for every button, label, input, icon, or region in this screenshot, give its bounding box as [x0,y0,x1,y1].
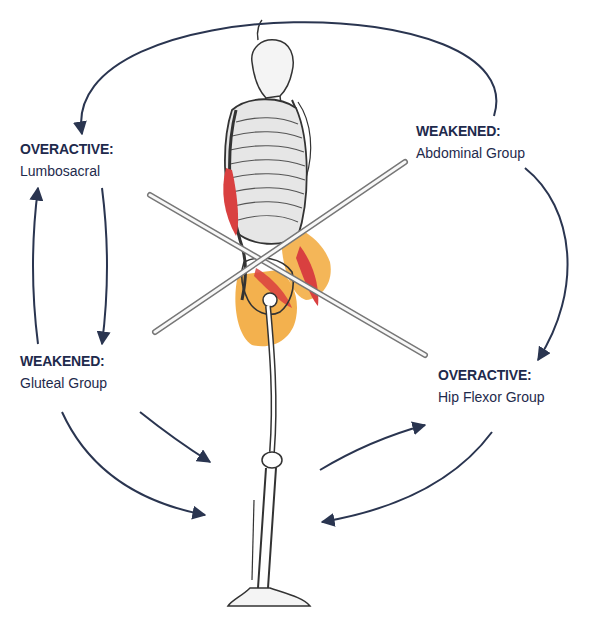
cycle-arrow [525,168,568,360]
cycle-arrow [81,22,496,134]
muscle-label-group: OVERACTIVE:Hip Flexor Group [438,364,545,408]
status-heading: OVERACTIVE: [438,364,545,386]
muscle-label-group: WEAKENED:Gluteal Group [20,350,107,394]
cycle-arrow [33,188,38,344]
muscle-group-name: Hip Flexor Group [438,386,545,408]
status-heading: WEAKENED: [20,350,107,372]
status-heading: OVERACTIVE: [20,138,113,160]
status-heading: WEAKENED: [416,120,525,142]
muscle-group-name: Gluteal Group [20,372,107,394]
muscle-group-name: Abdominal Group [416,142,525,164]
cycle-arrow [102,188,107,344]
muscle-label-group: OVERACTIVE:Lumbosacral [20,138,113,182]
muscle-label-group: WEAKENED:Abdominal Group [416,120,525,164]
muscle-group-name: Lumbosacral [20,160,113,182]
